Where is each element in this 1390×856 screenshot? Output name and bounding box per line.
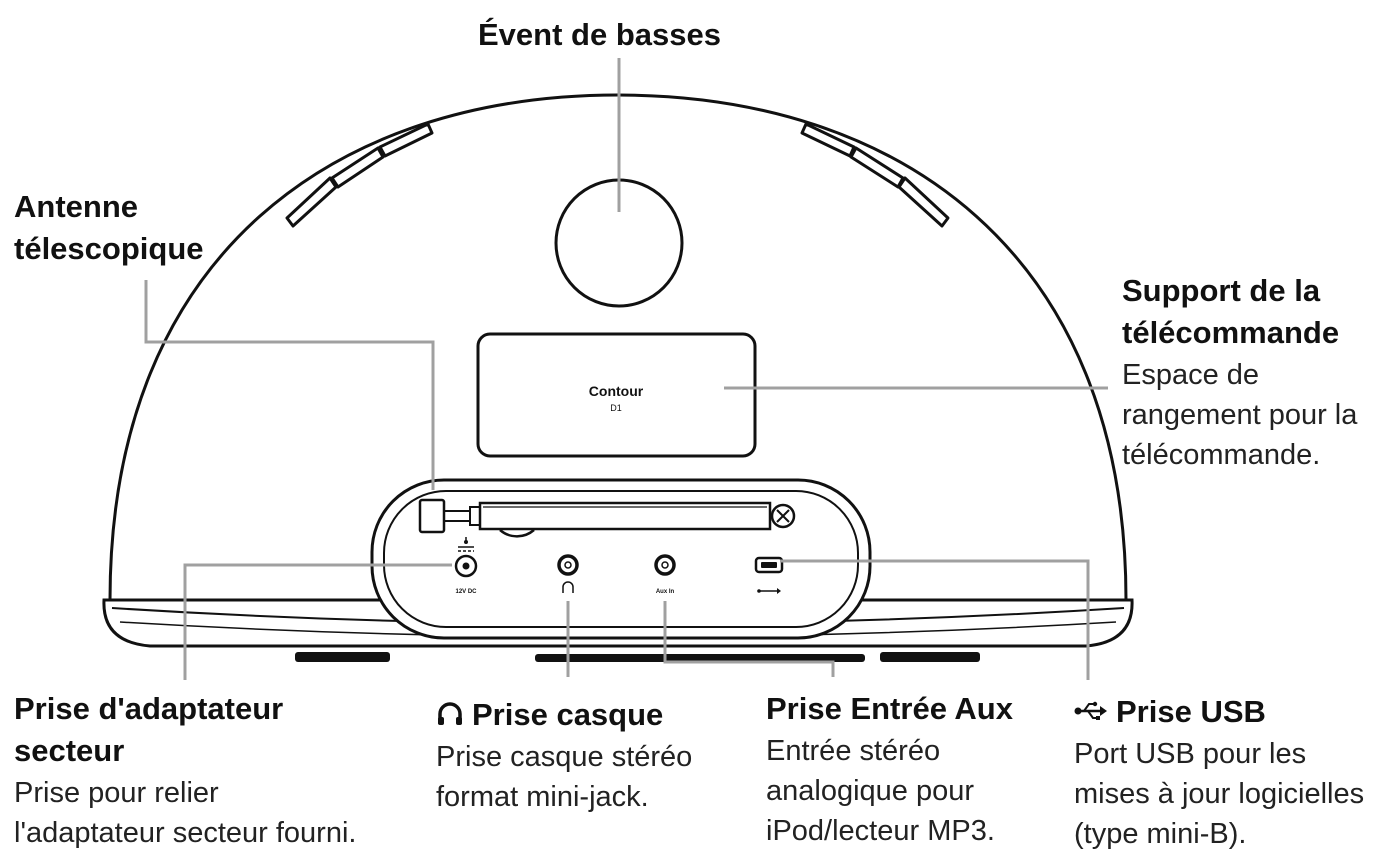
dc-title-line1: Prise d'adaptateur xyxy=(14,691,284,726)
callout-dc-input: Prise d'adaptateur secteur Prise pour re… xyxy=(14,688,356,852)
antenna-title-line2: télescopique xyxy=(14,231,204,266)
dc-title-line2: secteur xyxy=(14,733,125,768)
aux-desc-line1: Entrée stéréo xyxy=(766,735,941,767)
remote-title-line1: Support de la xyxy=(1122,273,1321,308)
leader-usb xyxy=(780,559,1090,680)
usb-title-row: Prise USB xyxy=(1074,691,1364,733)
callout-remote-holder: Support de la télécommande Espace de ran… xyxy=(1122,270,1357,474)
telescopic-antenna xyxy=(418,498,796,538)
leader-aux xyxy=(663,601,835,677)
dc-port-label: 12V DC xyxy=(455,589,477,595)
headphone-desc-line1: Prise casque stéréo xyxy=(436,741,693,773)
headphone-jack xyxy=(557,554,579,593)
antenna-title-line1: Antenne xyxy=(14,189,138,224)
remote-desc-line2: rangement pour la xyxy=(1122,399,1358,431)
callout-bass-vent: Évent de basses xyxy=(478,14,721,56)
aux-port-label: Aux In xyxy=(656,589,675,595)
usb-title: Prise USB xyxy=(1116,694,1266,729)
dc-desc-line2: l'adaptateur secteur fourni. xyxy=(14,817,357,849)
headphone-icon xyxy=(438,702,462,725)
headphone-title: Prise casque xyxy=(472,697,664,732)
usb-desc-line2: mises à jour logicielles xyxy=(1074,778,1365,810)
usb-desc-line1: Port USB pour les xyxy=(1074,738,1307,770)
dc-jack: 12V DC xyxy=(454,537,478,595)
aux-desc-line3: iPod/lecteur MP3. xyxy=(766,815,995,847)
aux-title: Prise Entrée Aux xyxy=(766,691,1013,726)
leader-lines xyxy=(144,58,1108,680)
remote-holder xyxy=(476,332,757,458)
aux-jack: Aux In xyxy=(654,554,676,595)
usb-icon xyxy=(1074,701,1107,720)
callout-antenna: Antenne télescopique xyxy=(14,186,204,270)
top-buttons xyxy=(285,122,950,228)
remote-desc-line1: Espace de xyxy=(1122,359,1260,391)
leader-antenna xyxy=(144,280,435,490)
usb-desc-line3: (type mini-B). xyxy=(1074,818,1247,850)
bass-vent-title: Évent de basses xyxy=(478,17,721,52)
callout-headphone: Prise casque Prise casque stéréo format … xyxy=(436,694,692,816)
model-text: D1 xyxy=(610,403,622,413)
device-feet xyxy=(295,652,980,662)
aux-desc-line2: analogique pour xyxy=(766,775,975,807)
leader-dc xyxy=(183,563,452,680)
remote-desc-line3: télécommande. xyxy=(1122,439,1321,471)
remote-title-line2: télécommande xyxy=(1122,315,1340,350)
brand-logo-text: Contour xyxy=(589,383,644,399)
usb-port xyxy=(754,556,784,594)
headphone-title-row: Prise casque xyxy=(436,694,692,736)
headphone-desc-line2: format mini-jack. xyxy=(436,781,649,813)
dc-desc-line1: Prise pour relier xyxy=(14,777,219,809)
callout-aux-in: Prise Entrée Aux Entrée stéréo analogiqu… xyxy=(766,688,1013,850)
callout-usb: Prise USB Port USB pour les mises à jour… xyxy=(1074,691,1364,853)
